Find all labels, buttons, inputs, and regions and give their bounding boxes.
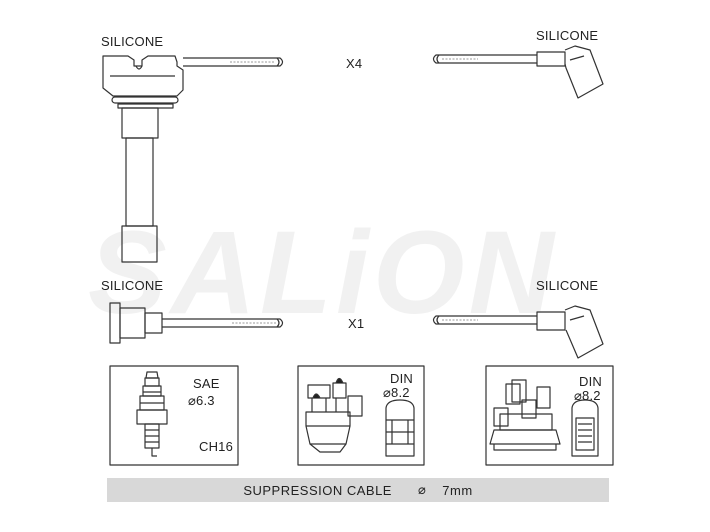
long-plug-boot: [102, 55, 184, 263]
diameter-symbol: ⌀: [188, 393, 197, 408]
suppression-cable-bar: SUPPRESSION CABLE ⌀ 7mm: [107, 478, 609, 502]
spark-code: CH16: [199, 439, 234, 454]
top-left-cable: [183, 57, 284, 67]
salion-watermark: SALiON: [88, 207, 558, 339]
distributor-panel-1: [297, 365, 425, 466]
spark-plug-icon: [136, 371, 168, 457]
spark-size-value: 6.3: [196, 393, 215, 408]
spark-plug-panel: [109, 365, 239, 466]
dist1-size-value: 8.2: [391, 385, 410, 400]
label-silicone-bottom-left: SILICONE: [101, 278, 164, 293]
top-right-boot: [536, 45, 604, 99]
dist2-size-value: 8.2: [582, 388, 601, 403]
dist2-standard: DIN: [579, 374, 602, 389]
quantity-bottom: X1: [348, 316, 365, 331]
quantity-top: X4: [346, 56, 363, 71]
spark-size: ⌀6.3: [188, 393, 215, 409]
distributor-panel-2: [485, 365, 614, 466]
label-silicone-top-left: SILICONE: [101, 34, 164, 49]
top-right-cable: [432, 54, 537, 64]
bottom-right-boot: [536, 305, 604, 359]
label-silicone-top-right: SILICONE: [536, 28, 599, 43]
distributor-cap-1-icon: [305, 377, 415, 457]
spark-standard: SAE: [193, 376, 220, 391]
dist1-size: ⌀8.2: [383, 385, 410, 401]
dist2-size: ⌀8.2: [574, 388, 601, 404]
label-silicone-bottom-right: SILICONE: [536, 278, 599, 293]
footer-diameter-symbol: ⌀: [417, 482, 427, 497]
diameter-symbol: ⌀: [574, 388, 583, 403]
footer-value: 7mm: [442, 482, 473, 498]
bottom-right-cable: [432, 315, 537, 325]
diameter-symbol: ⌀: [383, 385, 392, 400]
dist1-standard: DIN: [390, 371, 413, 386]
coil-connector-left: [109, 302, 284, 344]
footer-text: SUPPRESSION CABLE: [243, 482, 392, 498]
distributor-cap-2-icon: [489, 379, 599, 457]
